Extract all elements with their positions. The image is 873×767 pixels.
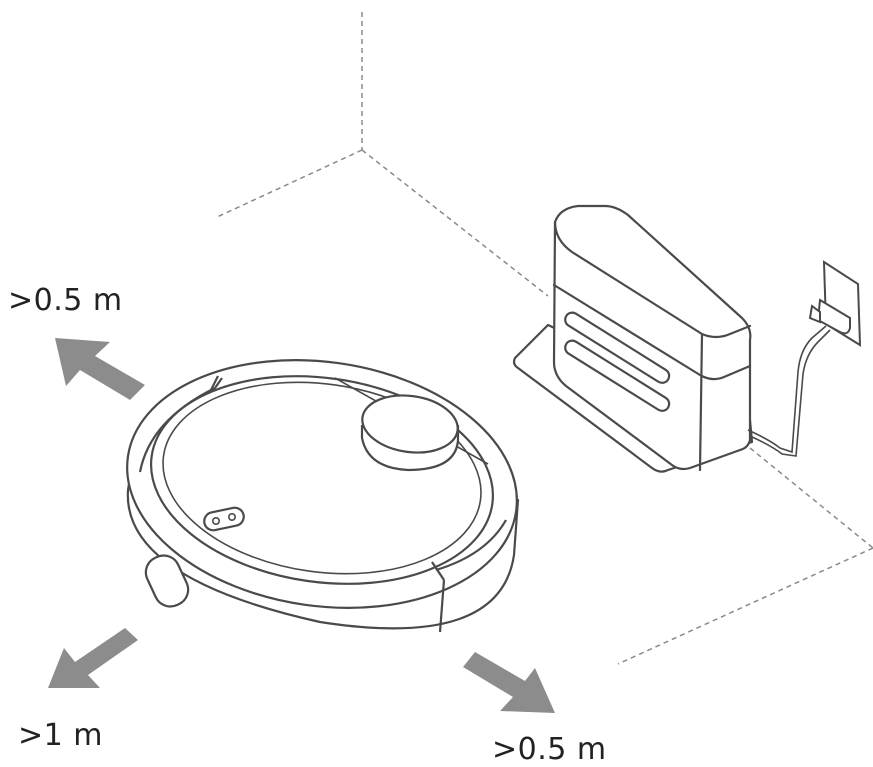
robot-vacuum-icon <box>126 359 520 633</box>
front-clearance-label: >1 m <box>18 718 103 753</box>
charging-dock-icon <box>512 204 754 473</box>
floor-back-line <box>361 149 549 297</box>
room-guides <box>214 12 873 665</box>
floor-right-line <box>749 447 873 549</box>
arrow-bottom-right <box>463 652 555 713</box>
clearance-arrow-icon <box>48 338 555 713</box>
front-sensor <box>144 554 190 608</box>
floor-left-line <box>214 149 363 219</box>
dock-band <box>552 283 752 381</box>
plug <box>816 298 851 335</box>
left-clearance-label: >0.5 m <box>8 283 123 318</box>
floor-front-line <box>617 547 873 665</box>
power-cord <box>747 325 831 457</box>
control-buttons <box>203 506 245 532</box>
arrow-bottom-left <box>48 628 138 688</box>
arrow-left-top <box>55 338 145 400</box>
dock-front-vertical <box>698 332 704 472</box>
wall-outlet-icon <box>808 260 862 347</box>
dock-slot-bottom <box>564 339 671 412</box>
right-clearance-label: >0.5 m <box>492 732 607 767</box>
dock-slot-top <box>564 311 671 384</box>
